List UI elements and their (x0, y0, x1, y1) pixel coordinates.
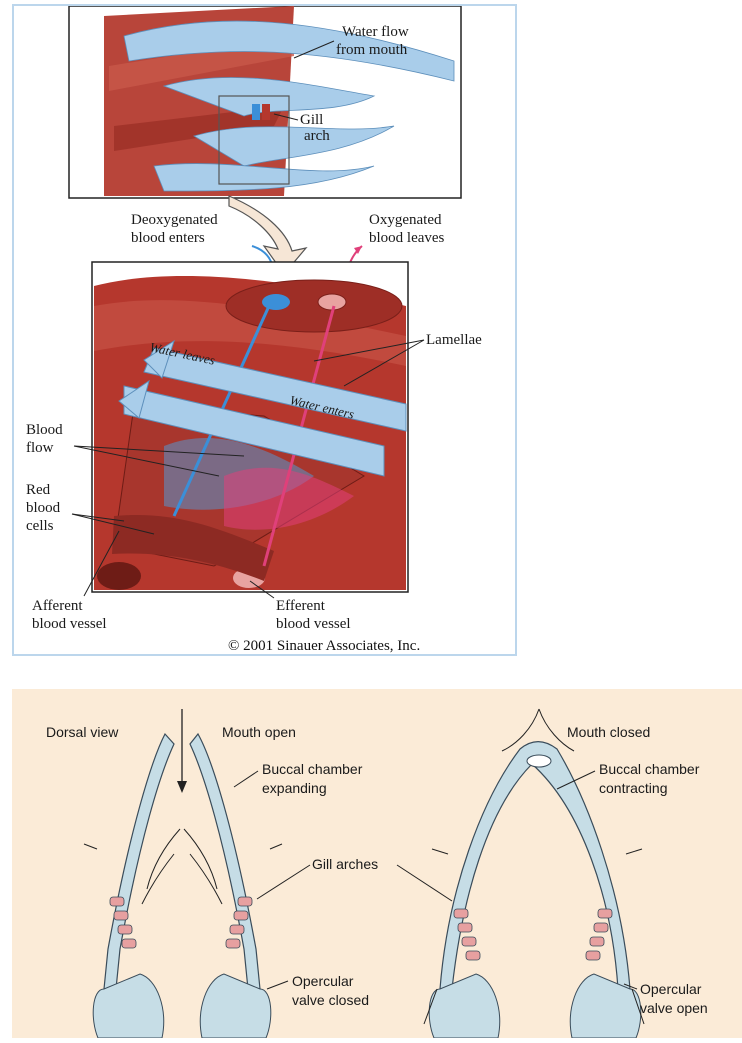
dorsal-view-label: Dorsal view (46, 724, 119, 740)
mouth-closed-label: Mouth closed (567, 724, 650, 740)
gill-arches-label: Gill arches (312, 856, 378, 872)
water-stream (123, 20, 455, 82)
gill-filament-illustration (94, 275, 407, 590)
afferent-vessel-opening (262, 294, 290, 310)
copyright-text: © 2001 Sinauer Associates, Inc. (228, 638, 420, 654)
zoom-box (218, 95, 290, 185)
fish-mouth-closed-illustration (423, 708, 645, 1039)
mouth-open-label: Mouth open (222, 724, 296, 740)
gill-overview-illustration (104, 6, 455, 196)
efferent-vessel-opening (317, 293, 347, 311)
fish-mouth-open-illustration (83, 709, 283, 1039)
lamellae-label: Lamellae (426, 332, 482, 348)
